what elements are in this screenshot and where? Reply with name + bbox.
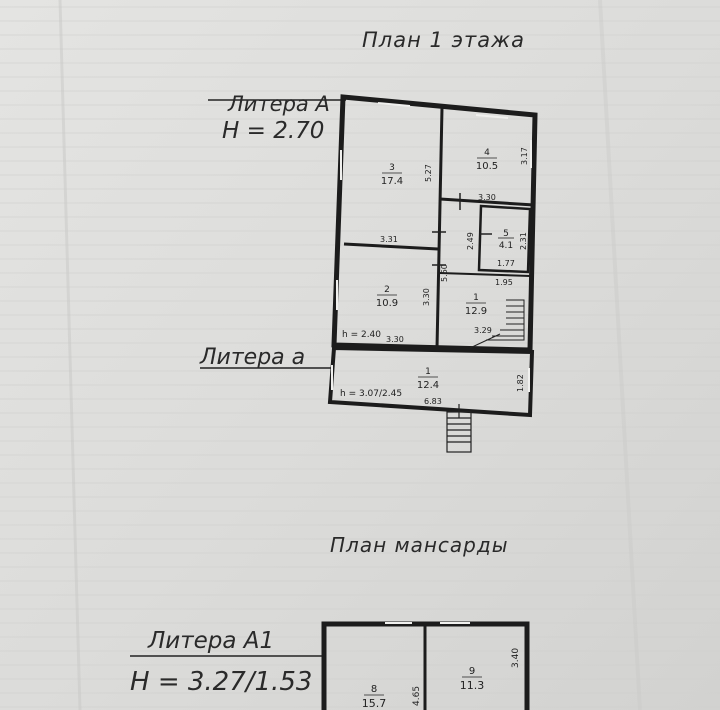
room-label-2: 2 10.9: [376, 285, 398, 309]
svg-text:1: 1: [473, 293, 479, 303]
litera-a1-height: H = 3.27/1.53: [130, 667, 312, 697]
svg-text:10.5: 10.5: [476, 161, 498, 172]
litera-a-label: Литера А: [227, 92, 330, 116]
dimension-label: 3.30: [422, 288, 431, 306]
room-label-1: 1 12.9: [465, 293, 487, 317]
svg-text:2: 2: [384, 285, 390, 295]
svg-text:17.4: 17.4: [381, 176, 403, 187]
interior-wall: [439, 272, 531, 277]
svg-text:10.9: 10.9: [376, 298, 398, 309]
svg-text:15.7: 15.7: [362, 697, 387, 710]
dimension-label: 1.77: [497, 259, 515, 268]
entrance-steps: [446, 404, 472, 453]
room-label-4: 4 10.5: [476, 148, 498, 172]
dimension-label: 5.27: [424, 164, 433, 182]
room-label-veranda: 1 12.4: [417, 367, 439, 391]
window: [377, 102, 411, 107]
paper-fold: [58, 0, 82, 710]
svg-text:4: 4: [484, 148, 490, 158]
interior-wall: [435, 107, 444, 349]
svg-text:12.4: 12.4: [417, 380, 439, 391]
dimension-label: 3.40: [511, 648, 521, 668]
svg-text:8: 8: [371, 684, 377, 695]
first-floor-plan: 3 17.4 4 10.5 5 4.1 2 10.9 1 12.9 1 12.4: [327, 94, 538, 453]
svg-text:1: 1: [425, 367, 431, 377]
dimension-label: 6.83: [424, 397, 442, 406]
dimension-label: 3.30: [478, 193, 496, 202]
height-label: h = 3.07/2.45: [340, 389, 402, 399]
litera-a-height: H = 2.70: [222, 118, 324, 144]
dimension-label: 3.29: [474, 326, 492, 335]
dimension-label: 3.31: [380, 235, 398, 244]
svg-text:11.3: 11.3: [460, 679, 485, 692]
window: [475, 114, 509, 119]
height-label: h = 2.40: [342, 330, 381, 340]
attic-plan: 8 15.7 9 11.3 4.65 3.40: [321, 621, 530, 710]
room-5-wall: [477, 204, 532, 274]
dimension-label: 1.95: [495, 278, 513, 287]
dimension-label: 1.82: [516, 374, 525, 392]
dimension-label: 3.30: [386, 335, 404, 344]
svg-text:3: 3: [389, 163, 395, 173]
inner-staircase: [469, 299, 525, 349]
room-label-9: 9 11.3: [460, 666, 485, 692]
dimension-label: 2.31: [519, 232, 528, 250]
paper-fold: [598, 0, 642, 710]
first-floor-title: План 1 этажа: [362, 28, 525, 52]
room-label-5: 5 4.1: [498, 229, 514, 251]
dimension-label: 2.49: [466, 232, 475, 250]
svg-text:5: 5: [503, 229, 509, 239]
svg-text:12.9: 12.9: [465, 306, 487, 317]
dimension-label: 3.17: [520, 147, 529, 165]
litera-small-a-label: Литера а: [199, 345, 305, 370]
attic-title: План мансарды: [330, 533, 509, 557]
room-label-3: 3 17.4: [381, 163, 403, 187]
interior-wall: [343, 242, 439, 251]
svg-text:9: 9: [469, 666, 475, 677]
dimension-label: 4.65: [412, 686, 422, 706]
room-label-8: 8 15.7: [362, 684, 387, 710]
dimension-label: 5.60: [440, 264, 449, 282]
litera-a1-label: Литера А1: [147, 628, 274, 654]
svg-text:4.1: 4.1: [499, 241, 513, 251]
interior-wall: [439, 197, 535, 207]
